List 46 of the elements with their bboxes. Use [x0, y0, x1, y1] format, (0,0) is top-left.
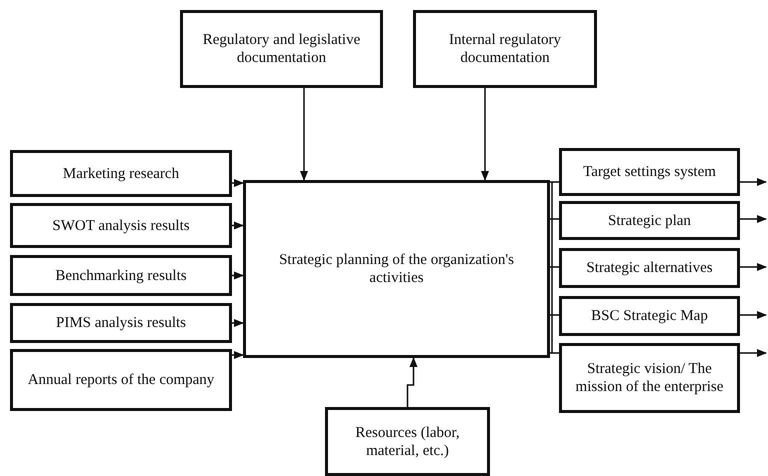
box-label: Strategic plan [608, 212, 691, 230]
box-label: Strategic planning of the organization's activities [278, 251, 515, 287]
text-box [10, 349, 232, 411]
arrow [232, 222, 244, 230]
arrow [740, 349, 767, 357]
arrow [232, 179, 244, 187]
arrow [740, 311, 767, 319]
arrow [740, 178, 767, 186]
arrow [740, 263, 767, 271]
arrow [232, 272, 244, 280]
text-box [559, 296, 740, 336]
box-label: Internal regulatory documentation [448, 31, 562, 67]
text-box [413, 10, 597, 88]
box-label: SWOT analysis results [52, 216, 190, 234]
text-box [10, 150, 232, 197]
text-box [10, 203, 232, 248]
connector-line [550, 352, 559, 354]
text-box [10, 303, 232, 343]
connector-line [550, 218, 559, 220]
text-box [559, 248, 740, 288]
box-label: Strategic vision/ The mission of the enterprise [574, 360, 724, 396]
box-label: PIMS analysis results [56, 314, 186, 332]
box-label: Benchmarking results [55, 266, 187, 284]
text-box [559, 148, 740, 196]
text-box [180, 10, 383, 88]
box-label: Strategic alternatives [586, 259, 713, 277]
connector-line [550, 266, 559, 268]
process-box [243, 180, 550, 358]
arrow [300, 88, 308, 181]
connector-line [550, 314, 559, 316]
arrow [232, 351, 244, 359]
arrow [232, 319, 244, 327]
connector-line [550, 181, 559, 183]
box-label: Regulatory and legislative documentation [202, 31, 362, 67]
arrow [406, 357, 418, 407]
box-label: Annual reports of the company [28, 371, 214, 389]
text-box [559, 201, 740, 240]
box-label: Marketing research [62, 164, 180, 182]
arrow [740, 215, 767, 223]
box-label: BSC Strategic Map [591, 307, 708, 325]
arrow [481, 88, 489, 181]
text-box [559, 343, 740, 413]
text-box [325, 407, 490, 476]
text-box [10, 255, 232, 296]
box-label: Target settings system [583, 163, 716, 181]
box-label: Resources (labor, material, etc.) [354, 424, 461, 460]
